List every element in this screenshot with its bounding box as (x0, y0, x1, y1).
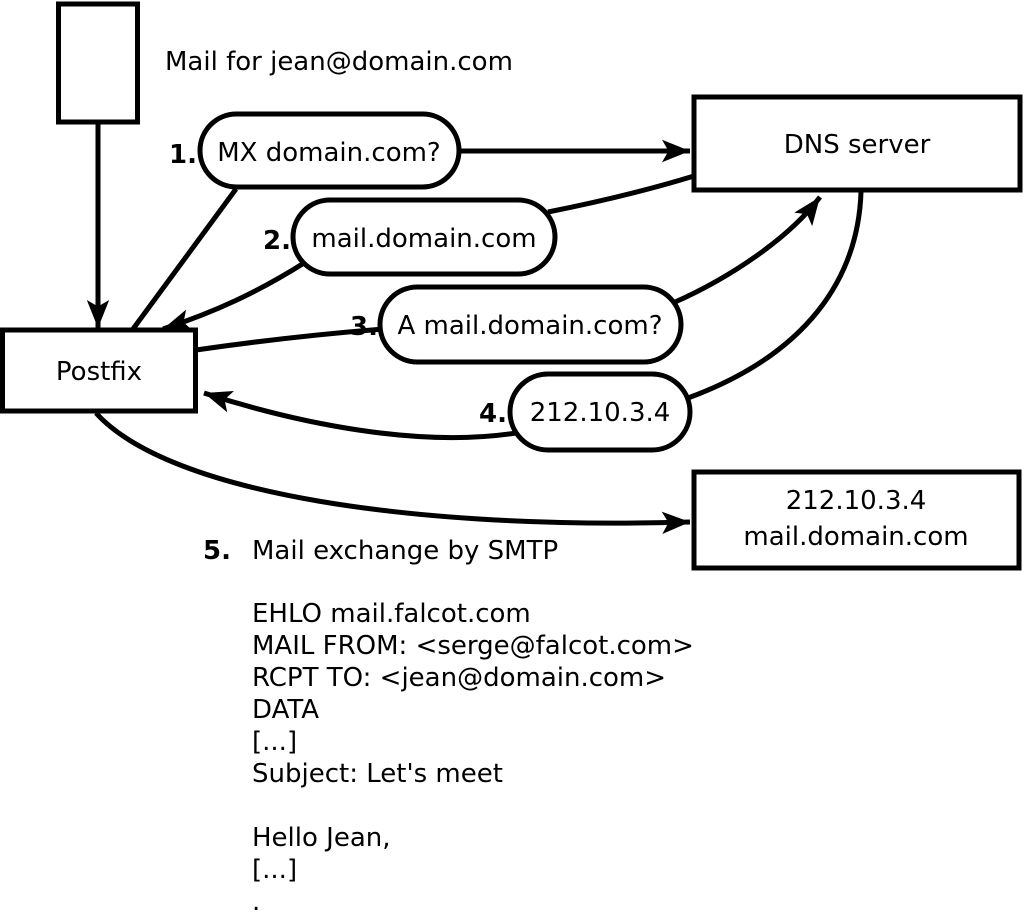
smtp-line: RCPT TO: <jean@domain.com> (252, 663, 666, 693)
step3-number: 3. (350, 312, 378, 342)
smtp-line: . (252, 887, 260, 917)
mail-note-label: Mail for jean@domain.com (165, 47, 513, 77)
dns-server-node (691, 94, 1023, 193)
step1-number: 1. (169, 140, 197, 170)
mail-server-ip-label: 212.10.3.4 (786, 486, 927, 516)
step2-number: 2. (263, 226, 291, 256)
smtp-transcript: EHLO mail.falcot.com MAIL FROM: <serge@f… (252, 599, 694, 917)
line-dns-to-reply2 (547, 173, 695, 215)
arrow-reply4-to-postfix (203, 390, 517, 441)
step4-label: 212.10.3.4 (530, 398, 671, 428)
smtp-line: [...] (252, 855, 297, 885)
dns-server-label: DNS server (784, 130, 931, 160)
step4-number: 4. (479, 399, 507, 429)
line-postfix-to-query1 (130, 187, 239, 331)
envelope-node (56, 1, 140, 125)
smtp-line: Hello Jean, (252, 823, 391, 853)
query3-pill (377, 284, 684, 365)
line-postfix-to-query3 (195, 326, 384, 353)
reply2-pill (290, 197, 558, 277)
mail-server-host-label: mail.domain.com (743, 522, 968, 552)
smtp-line: [...] (252, 727, 297, 757)
line-dns-to-reply4 (687, 191, 864, 401)
arrow-postfix-to-mailserver (94, 411, 691, 535)
smtp-line: EHLO mail.falcot.com (252, 599, 531, 629)
step1-label: MX domain.com? (217, 138, 440, 168)
step5-label: Mail exchange by SMTP (252, 536, 558, 566)
mail-server-node (691, 469, 1022, 571)
step3-label: A mail.domain.com? (398, 311, 663, 341)
postfix-label: Postfix (56, 357, 142, 387)
smtp-line: MAIL FROM: <serge@falcot.com> (252, 631, 694, 661)
arrow-query3-to-dns (671, 195, 822, 306)
arrow-reply2-to-postfix (162, 260, 306, 332)
query1-pill (197, 111, 462, 190)
smtp-line: Subject: Let's meet (252, 759, 503, 789)
smtp-line: DATA (252, 695, 319, 725)
postfix-node (0, 327, 198, 414)
reply4-pill (507, 371, 693, 453)
step5-number: 5. (203, 536, 231, 566)
step2-label: mail.domain.com (311, 224, 536, 254)
